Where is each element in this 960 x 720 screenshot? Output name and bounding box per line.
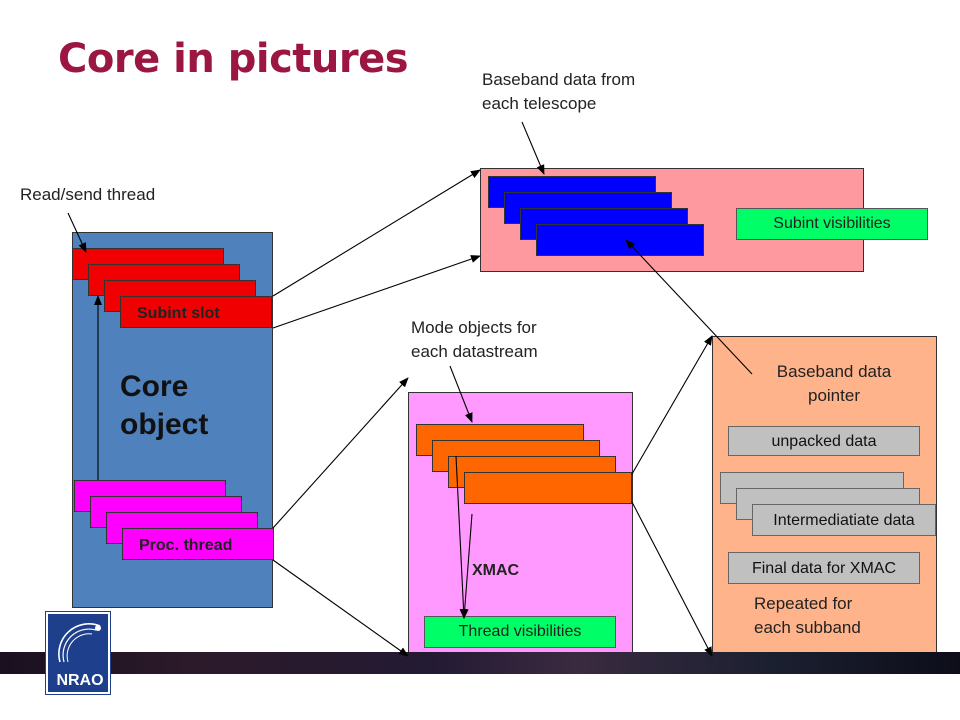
repeated-line-1: Repeated for (754, 594, 853, 613)
baseband-layer-4 (536, 224, 704, 256)
mode-objects-label: Mode objects for each datastream (411, 316, 538, 364)
baseband-from-label: Baseband data from each telescope (482, 68, 635, 116)
subint-slot-label: Subint slot (137, 305, 220, 322)
core-object-line-1: Core (120, 370, 189, 403)
arrow-read-send (67, 212, 87, 253)
core-object-line-2: object (120, 408, 209, 441)
thread-visibilities-box: Thread visibilities (424, 616, 616, 648)
xmac-label: XMAC (472, 562, 520, 579)
baseband-pointer-line-2: pointer (808, 386, 860, 405)
subint-slot-layer-4: Subint slot (120, 296, 272, 328)
repeated-label: Repeated for each subband (754, 592, 861, 640)
proc-thread-label: Proc. thread (139, 537, 233, 554)
nrao-logo: NRAO (46, 612, 110, 694)
baseband-from-line-1: Baseband data from (482, 70, 636, 89)
subint-visibilities-box: Subint visibilities (736, 208, 928, 240)
unpacked-data-box: unpacked data (728, 426, 920, 456)
arrow-xmac-1 (455, 455, 468, 619)
baseband-pointer-label: Baseband data pointer (742, 360, 926, 408)
core-object-label: Core object (120, 368, 208, 444)
mode-layer-4 (464, 472, 632, 504)
proc-thread-layer-4: Proc. thread (122, 528, 274, 560)
footer-band (0, 652, 960, 674)
baseband-from-line-2: each telescope (482, 94, 597, 113)
arrow-xmac-2 (460, 513, 473, 619)
mode-objects-line-1: Mode objects for (411, 318, 537, 337)
mode-objects-line-2: each datastream (411, 342, 538, 361)
arrow-core-to-baseband-bottom (272, 255, 481, 329)
intermediate-data-box: Intermediatiate data (752, 504, 936, 536)
arrow-pointer-to-baseband (625, 239, 753, 375)
arrow-proc-to-mode-top (272, 377, 409, 529)
arrow-mode-to-detail-bottom (631, 501, 713, 657)
read-send-thread-label: Read/send thread (20, 185, 156, 204)
repeated-line-2: each subband (754, 618, 861, 637)
nrao-logo-text: NRAO (56, 672, 104, 689)
baseband-pointer-line-1: Baseband data (776, 362, 892, 381)
arrow-mode-to-detail-top (631, 335, 713, 475)
slide-title: Core in pictures (58, 36, 409, 82)
nrao-logo-icon (58, 623, 101, 663)
arrow-core-to-baseband-top (272, 169, 481, 297)
arrow-mode-label (449, 365, 473, 423)
final-data-box: Final data for XMAC (728, 552, 920, 584)
arrow-baseband-label (521, 121, 545, 175)
arrow-proc-to-mode-bottom (272, 559, 409, 657)
